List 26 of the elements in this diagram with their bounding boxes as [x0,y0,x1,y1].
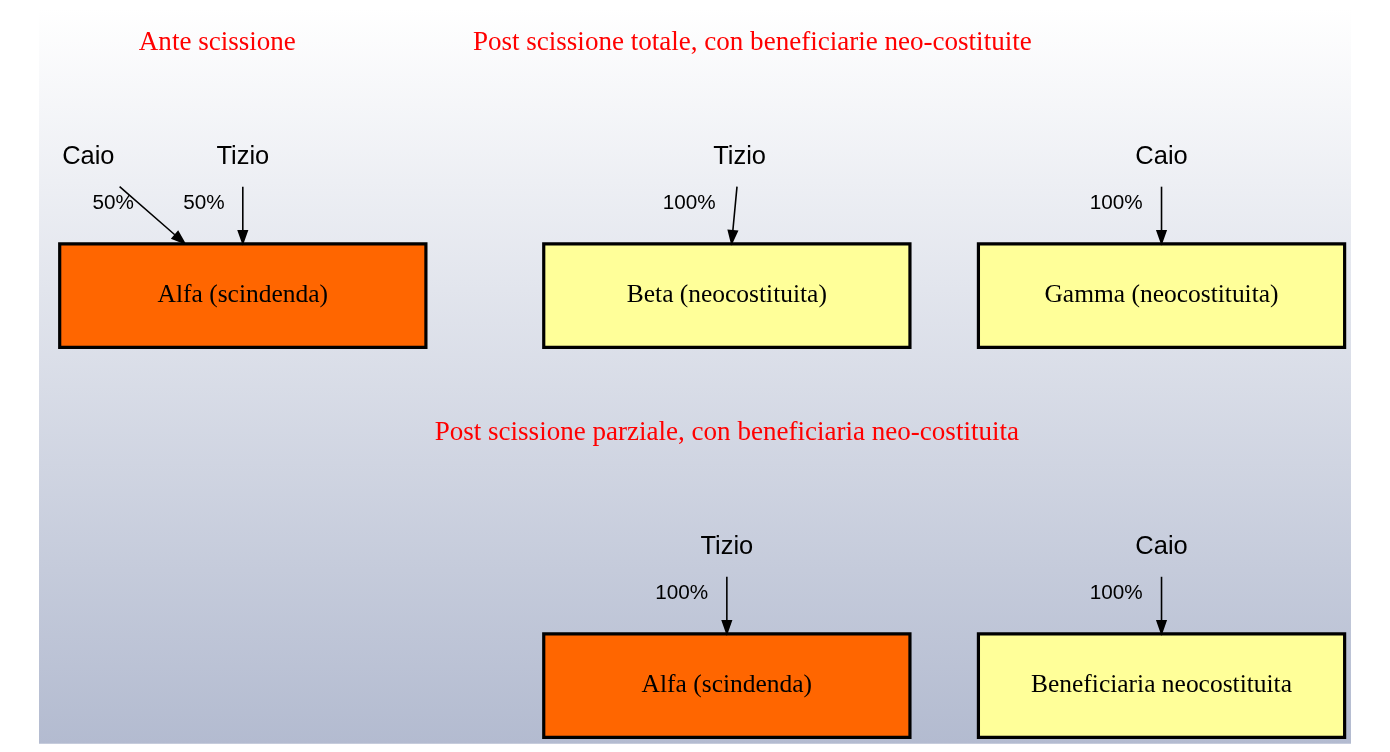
node-box: Gamma (neocostituita) [976,242,1347,349]
node-text: Caio [1135,140,1188,169]
arrow [237,185,249,246]
node-box: Alfa (scindenda) [58,242,428,349]
edge-label: 100% [662,189,716,213]
arrow [1155,576,1168,636]
node-box: Beta (neocostituita) [542,242,912,349]
node-box: Alfa (scindenda) [542,632,912,740]
arrow [721,576,733,636]
label: Ante scissione [138,25,296,56]
edge-label: 100% [1089,580,1143,604]
edge-label: 100% [1089,189,1143,213]
node-box: Beneficiaria neocostituita [976,632,1347,740]
arrow [1155,185,1168,246]
node-text: Tizio [713,140,766,169]
edge-label: 50% [183,189,225,213]
node-text: Caio [62,140,115,169]
arrow [118,185,187,245]
node-text: Tizio [216,140,270,169]
node-text: Tizio [700,531,754,560]
label: Post scissione parziale, con beneficiaria neo-costituita [434,415,1019,446]
edge-label: 100% [655,580,709,604]
arrow [727,185,739,246]
node-text: Caio [1135,531,1188,560]
edge-label: 50% [92,190,134,214]
label: Post scissione totale, con beneficiarie neo-costituite [472,25,1032,56]
